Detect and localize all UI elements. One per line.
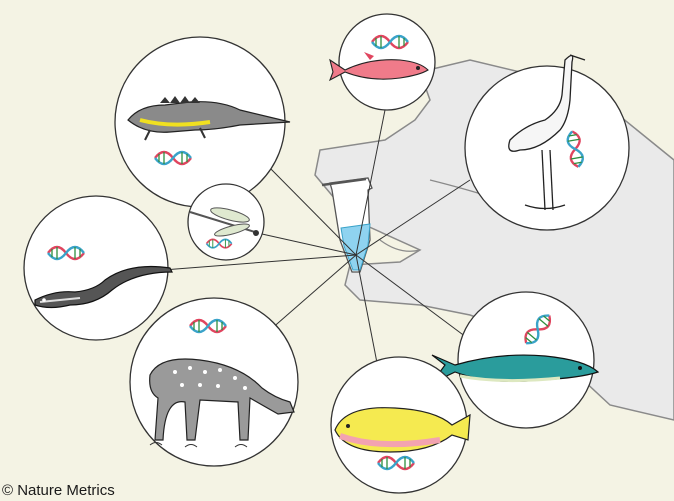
newt-circle [115,37,290,207]
eel-circle [24,196,172,340]
deer-circle [130,298,298,466]
copyright-credit: © Nature Metrics [2,482,115,500]
dragonfly-circle [188,184,264,260]
carp-circle [331,357,470,493]
red-fish-circle [330,14,435,110]
